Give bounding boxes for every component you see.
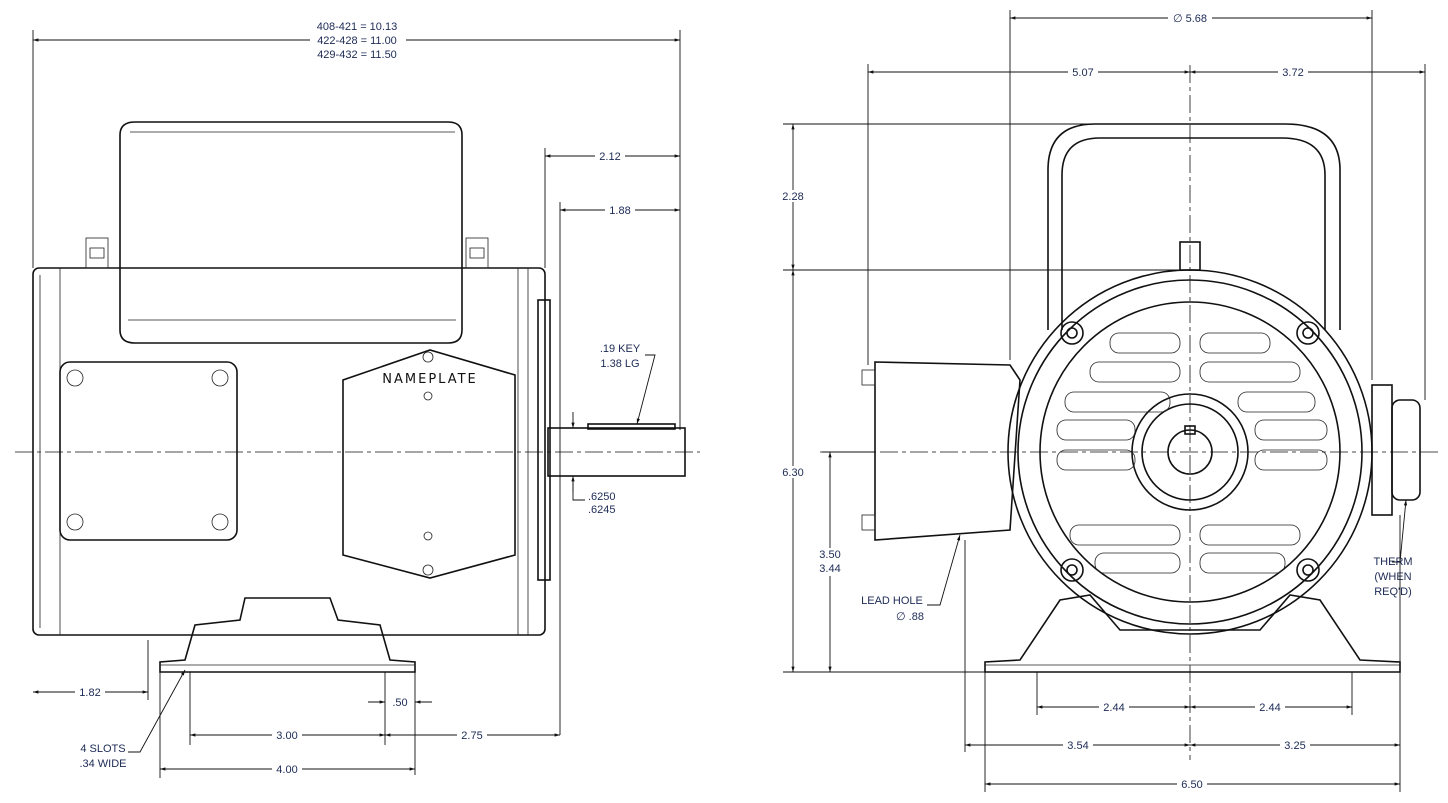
key-label-1: .19 KEY xyxy=(600,343,641,355)
capacitor-cover xyxy=(119,121,463,344)
dim-1-82: 1.82 xyxy=(79,687,100,699)
dim-4-00: 4.00 xyxy=(276,764,297,776)
length-dim-3: 429-432 = 11.50 xyxy=(317,49,397,61)
lead-hole-label-1: LEAD HOLE xyxy=(861,595,923,607)
shaft-dia-1: .6250 xyxy=(588,491,616,503)
conduit-box-plate xyxy=(59,361,238,541)
shaft-key xyxy=(587,423,676,430)
side-view: NAMEPLATE 408-421 = 10.13 422-428 = 11.0… xyxy=(15,21,700,778)
key-label-2: 1.38 LG xyxy=(600,358,639,370)
dim-2-44-left: 2.44 xyxy=(1103,702,1124,714)
carry-handle xyxy=(1047,123,1341,330)
slots-label-1: 4 SLOTS xyxy=(80,743,125,755)
end-view: ∅ 5.68 5.07 3.72 2.28 6.30 3.50 3.44 LEA… xyxy=(778,10,1440,792)
dim-3-54: 3.54 xyxy=(1067,740,1088,752)
therm-label-3: REQ'D) xyxy=(1374,586,1412,598)
nameplate-panel xyxy=(342,349,516,579)
shaft xyxy=(547,427,686,477)
dim-1-88: 1.88 xyxy=(609,205,630,217)
dim-6-50: 6.50 xyxy=(1181,779,1202,791)
dim-3-72: 3.72 xyxy=(1282,67,1303,79)
shaft-dia-2: .6245 xyxy=(588,504,616,516)
therm-label-1: THERM xyxy=(1373,556,1412,568)
dim-3-44-label: 3.44 xyxy=(819,563,840,575)
length-dim-2: 422-428 = 11.00 xyxy=(317,35,397,47)
therm-label-2: (WHEN xyxy=(1374,571,1411,583)
dim-3-25: 3.25 xyxy=(1284,740,1305,752)
dim-3-00: 3.00 xyxy=(276,730,297,742)
dim-5-07: 5.07 xyxy=(1072,67,1093,79)
nameplate-label: NAMEPLATE xyxy=(382,372,477,387)
dim-dia-5-68: ∅ 5.68 xyxy=(1173,13,1207,25)
dim-0-50: .50 xyxy=(392,697,407,709)
shaft-end xyxy=(1167,429,1213,475)
lead-hole-label-2: ∅ .88 xyxy=(896,611,924,623)
dim-6-30: 6.30 xyxy=(782,467,803,479)
dim-2-28: 2.28 xyxy=(782,191,803,203)
dim-2-75: 2.75 xyxy=(461,730,482,742)
slots-label-2: .34 WIDE xyxy=(79,758,126,770)
frame-bolts xyxy=(1060,321,1320,582)
mounting-foot xyxy=(159,597,416,673)
length-dim-1: 408-421 = 10.13 xyxy=(317,21,397,33)
conduit-box xyxy=(874,361,1021,541)
vent-slots xyxy=(1056,332,1328,574)
motor-body xyxy=(32,267,546,636)
dim-3-50: 3.50 xyxy=(819,549,840,561)
dim-2-44-right: 2.44 xyxy=(1259,702,1280,714)
dim-2-12: 2.12 xyxy=(599,151,620,163)
thermal-protector xyxy=(1371,384,1393,516)
